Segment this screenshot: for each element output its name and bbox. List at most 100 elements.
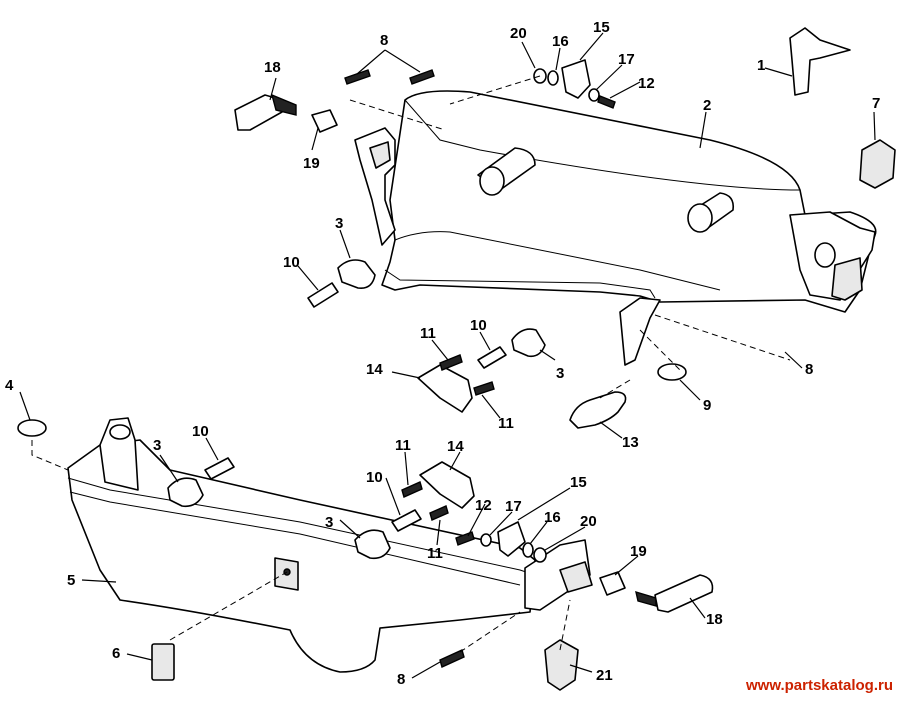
part-3-lower-middle-mount bbox=[354, 529, 391, 560]
part-16-lower-washer bbox=[522, 542, 534, 558]
part-7-clip bbox=[859, 139, 896, 189]
part-16-upper-washer bbox=[547, 70, 559, 86]
callout-1: 1 bbox=[757, 57, 765, 74]
callout-18-upper: 18 bbox=[264, 59, 281, 76]
part-10-lower-middle-pin bbox=[391, 509, 422, 532]
part-19-lower-bushing bbox=[599, 571, 626, 596]
callout-10-lower-middle: 10 bbox=[366, 469, 383, 486]
right-clamp-pin bbox=[814, 242, 836, 268]
callout-15-lower: 15 bbox=[570, 474, 587, 491]
callout-2: 2 bbox=[703, 97, 711, 114]
callout-17-lower: 17 bbox=[505, 498, 522, 515]
part-9-grommet bbox=[657, 363, 687, 381]
center-hinge-bracket bbox=[619, 297, 661, 366]
upper-dashed-guide-c bbox=[654, 314, 791, 361]
lower-dashed-guide-b bbox=[169, 571, 288, 641]
part-8-bolt-b bbox=[409, 69, 435, 85]
part-11-lower-bolt-a bbox=[401, 481, 423, 498]
callout-3-lower-left: 3 bbox=[153, 437, 161, 454]
callout-12-lower: 12 bbox=[475, 497, 492, 514]
part-14-lower-bracket bbox=[419, 461, 475, 509]
part-11-upper-bolt-b bbox=[473, 381, 495, 396]
part-1-bracket bbox=[789, 27, 851, 96]
callout-12-upper: 12 bbox=[638, 75, 655, 92]
callout-10-upper-left: 10 bbox=[283, 254, 300, 271]
part-4-grommet bbox=[17, 419, 47, 437]
leader-lines bbox=[19, 32, 876, 679]
callout-13: 13 bbox=[622, 434, 639, 451]
lower-dashed-guide-c bbox=[559, 599, 571, 651]
callout-18-lower: 18 bbox=[706, 611, 723, 628]
part-11-upper-bolt-a bbox=[439, 354, 463, 371]
part-21-clip bbox=[544, 639, 579, 691]
part-20-lower-washer bbox=[533, 547, 547, 563]
callout-16-upper: 16 bbox=[552, 33, 569, 50]
lower-dashed-guide-d bbox=[459, 611, 521, 653]
callout-3-upper-middle: 3 bbox=[556, 365, 564, 382]
callout-17-upper: 17 bbox=[618, 51, 635, 68]
callout-3-lower-middle: 3 bbox=[325, 514, 333, 531]
upper-dashed-guide-a bbox=[349, 99, 446, 131]
lower-dashed-guide-a bbox=[31, 440, 69, 471]
callout-14-lower: 14 bbox=[447, 438, 464, 455]
part-12-upper-screw bbox=[597, 95, 616, 109]
upper-pan-edge bbox=[384, 269, 656, 299]
part-12-lower-screw bbox=[455, 531, 475, 546]
part-14-upper-bracket bbox=[417, 364, 473, 413]
callout-20-lower: 20 bbox=[580, 513, 597, 530]
part-6-pad bbox=[151, 643, 175, 681]
callout-16-lower: 16 bbox=[544, 509, 561, 526]
callout-5: 5 bbox=[67, 572, 75, 589]
pan-boss-right bbox=[687, 192, 735, 233]
left-hinge-detail bbox=[369, 141, 391, 169]
callout-8-upper: 8 bbox=[380, 32, 388, 49]
pan-boss-left bbox=[477, 147, 536, 196]
callout-11-lower-a: 11 bbox=[395, 437, 411, 454]
part-18-lower-knob bbox=[654, 574, 714, 613]
part-10-upper-middle-pin bbox=[477, 346, 507, 369]
part-3-upper-left-mount bbox=[337, 259, 376, 290]
callout-4: 4 bbox=[5, 377, 14, 394]
callout-14-upper: 14 bbox=[366, 361, 383, 378]
callout-20-upper: 20 bbox=[510, 25, 527, 42]
lower-pan-right-block bbox=[559, 561, 593, 593]
part-8-lower-bolt bbox=[439, 649, 465, 668]
callout-8-right: 8 bbox=[805, 361, 813, 378]
callout-10-lower-left: 10 bbox=[192, 423, 209, 440]
part-10-lower-left-pin bbox=[204, 457, 235, 480]
callout-11-upper-b: 11 bbox=[498, 415, 514, 432]
part-8-bolt-a bbox=[344, 69, 371, 85]
callout-8-lower: 8 bbox=[397, 671, 405, 688]
callout-11-upper-a: 11 bbox=[420, 325, 436, 342]
callout-10-upper-middle: 10 bbox=[470, 317, 487, 334]
part-10-upper-left-pin bbox=[307, 282, 339, 308]
part-13-slotted-pad bbox=[569, 391, 627, 429]
callout-6: 6 bbox=[112, 645, 120, 662]
part-3-lower-left-mount bbox=[167, 477, 204, 508]
part-18-upper-stud bbox=[270, 93, 297, 116]
callout-7: 7 bbox=[872, 95, 880, 112]
callout-19-lower: 19 bbox=[630, 543, 647, 560]
lower-pan-tower-top bbox=[109, 424, 131, 440]
part-11-lower-bolt-b bbox=[429, 505, 449, 521]
callout-19-upper: 19 bbox=[303, 155, 320, 172]
callout-numbers: 1 2 3 3 3 3 4 5 6 7 8 8 8 9 10 10 10 10 … bbox=[5, 19, 880, 688]
callout-15-upper: 15 bbox=[593, 19, 610, 36]
callout-3-upper-left: 3 bbox=[335, 215, 343, 232]
part-15-lower-plate bbox=[497, 521, 526, 557]
upper-pan-inner bbox=[394, 231, 721, 291]
part-15-upper-plate bbox=[561, 59, 591, 99]
watermark: www.partskatalog.ru bbox=[745, 677, 893, 694]
part-3-upper-middle-mount bbox=[511, 328, 546, 358]
upper-pan-rim bbox=[404, 99, 801, 191]
part-17-upper-washer bbox=[588, 88, 600, 102]
upper-dashed-guide-b bbox=[449, 75, 541, 105]
lower-pan-rim-b bbox=[69, 491, 521, 586]
callout-21: 21 bbox=[596, 667, 613, 684]
part-17-lower-washer bbox=[480, 533, 492, 547]
callout-9: 9 bbox=[703, 397, 711, 414]
part-18-lower-stud bbox=[635, 590, 657, 607]
upper-dashed-guide-e bbox=[599, 379, 631, 399]
right-clamp-lever bbox=[831, 257, 863, 301]
